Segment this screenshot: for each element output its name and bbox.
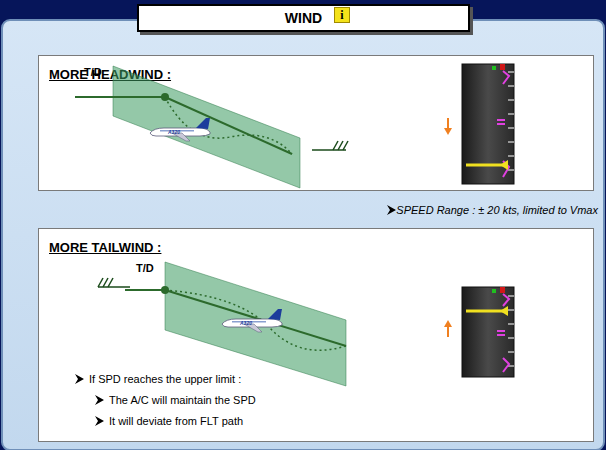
bullet-note-text: The A/C will maintain the SPD — [109, 394, 256, 406]
bullet-note: If SPD reaches the upper limit : — [75, 373, 241, 385]
top-of-descent-label: T/D — [136, 262, 154, 274]
title: WIND — [139, 10, 468, 26]
aircraft-marking: A320 — [240, 320, 252, 326]
panel-heading: MORE TAILWIND : — [49, 240, 161, 255]
bullet-arrow — [95, 416, 104, 426]
speed-range-note-text: SPEED Range : ± 20 kts, limited to Vmax — [396, 204, 598, 216]
wind-panel: MORE TAILWIND : If SPD reaches the upper … — [38, 228, 594, 442]
speed-range-note: SPEED Range : ± 20 kts, limited to Vmax — [387, 204, 598, 216]
bullet-note: The A/C will maintain the SPD — [95, 394, 256, 406]
bullet-note: It will deviate from FLT path — [95, 415, 243, 427]
panel-heading: MORE HEADWIND : — [49, 67, 171, 82]
info-icon: i — [334, 7, 350, 23]
bullet-note-text: It will deviate from FLT path — [109, 415, 243, 427]
aircraft-marking: A320 — [168, 129, 180, 135]
bullet-arrow — [75, 374, 84, 384]
bullet-note-text: If SPD reaches the upper limit : — [89, 373, 241, 385]
wind-panel: MORE HEADWIND : — [38, 55, 594, 191]
bullet-arrow — [95, 395, 104, 405]
bullet-arrow — [387, 205, 396, 215]
top-of-descent-label: T/D — [84, 66, 102, 78]
title-box: WIND — [137, 4, 470, 32]
